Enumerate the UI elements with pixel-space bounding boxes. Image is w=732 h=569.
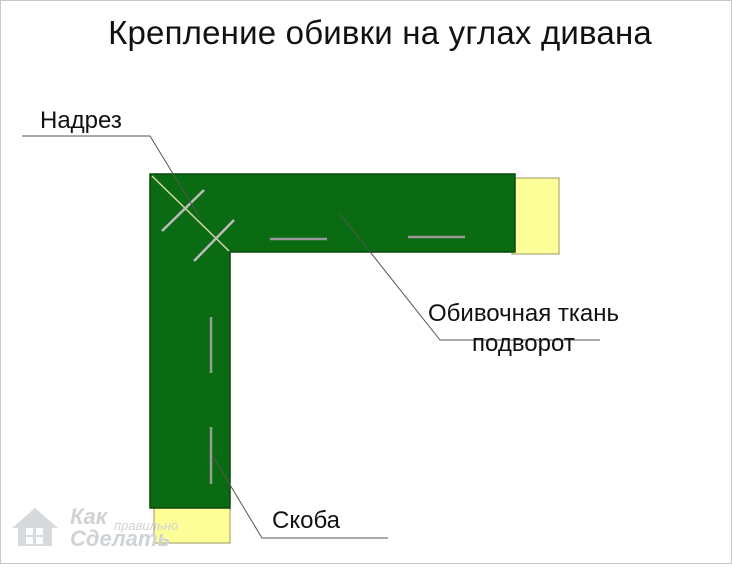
staple-corner-2 [193,219,235,262]
leader-cut [22,135,201,219]
diagram-title: Крепление обивки на углах дивана [108,14,652,51]
watermark-line1: Как [70,504,107,529]
house-logo-icon [12,508,58,546]
frame-wood-right [511,177,560,255]
leader-staple [211,454,388,539]
label-cut: Надрез [40,107,122,134]
frame-wood-bottom [153,502,231,544]
watermark-logo: Как правильно Сделать [8,500,228,551]
leader-fabric [339,213,600,341]
label-fabric: Обивочная ткань подворот [428,299,658,359]
label-fabric-line2: подворот [472,330,575,357]
staple-corner-1 [161,189,205,232]
label-staple: Скоба [272,507,340,534]
watermark-line3: Сделать [70,526,171,551]
watermark-line2: правильно [114,518,179,533]
label-fabric-line1: Обивочная ткань [428,300,620,327]
